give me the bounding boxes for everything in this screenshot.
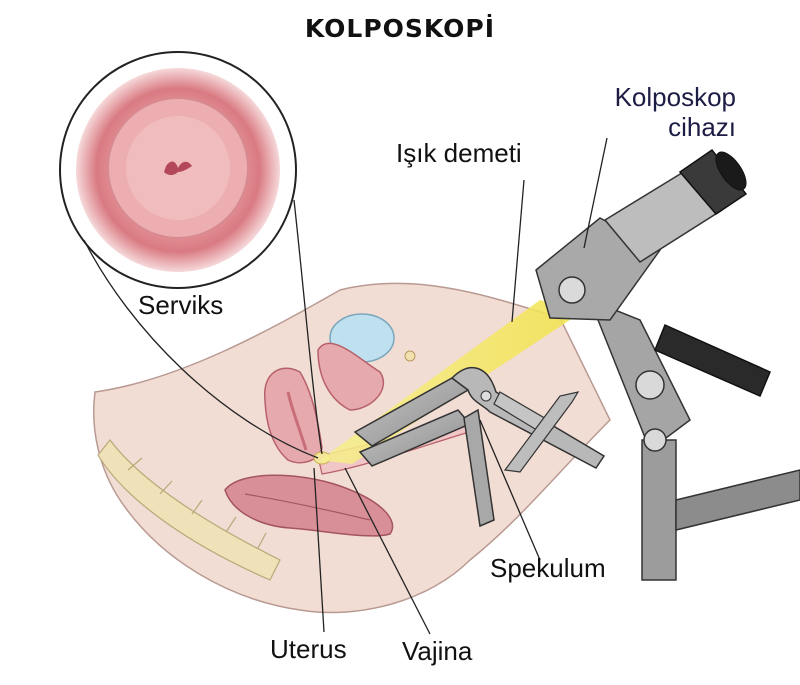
colposcope [535,148,800,581]
sacrum [97,439,281,581]
leader-lines [313,137,608,635]
label-cervix: Serviks [138,290,224,320]
zoom-lines [83,199,323,459]
speculum [353,367,606,528]
label-uterus: Uterus [270,634,347,664]
label-light-beam: Işık demeti [396,138,522,168]
page-title: KOLPOSKOPİ [304,14,496,43]
label-colposcope-line2: cihazı [668,112,736,142]
label-vagina: Vajina [402,636,473,666]
label-colposcope: Kolposkop cihazı [578,82,736,142]
label-speculum: Spekulum [490,553,606,583]
ovary-tissue [317,342,385,411]
cervix-magnified [59,51,297,289]
rectum [224,474,394,537]
label-colposcope-line1: Kolposkop [614,82,736,112]
